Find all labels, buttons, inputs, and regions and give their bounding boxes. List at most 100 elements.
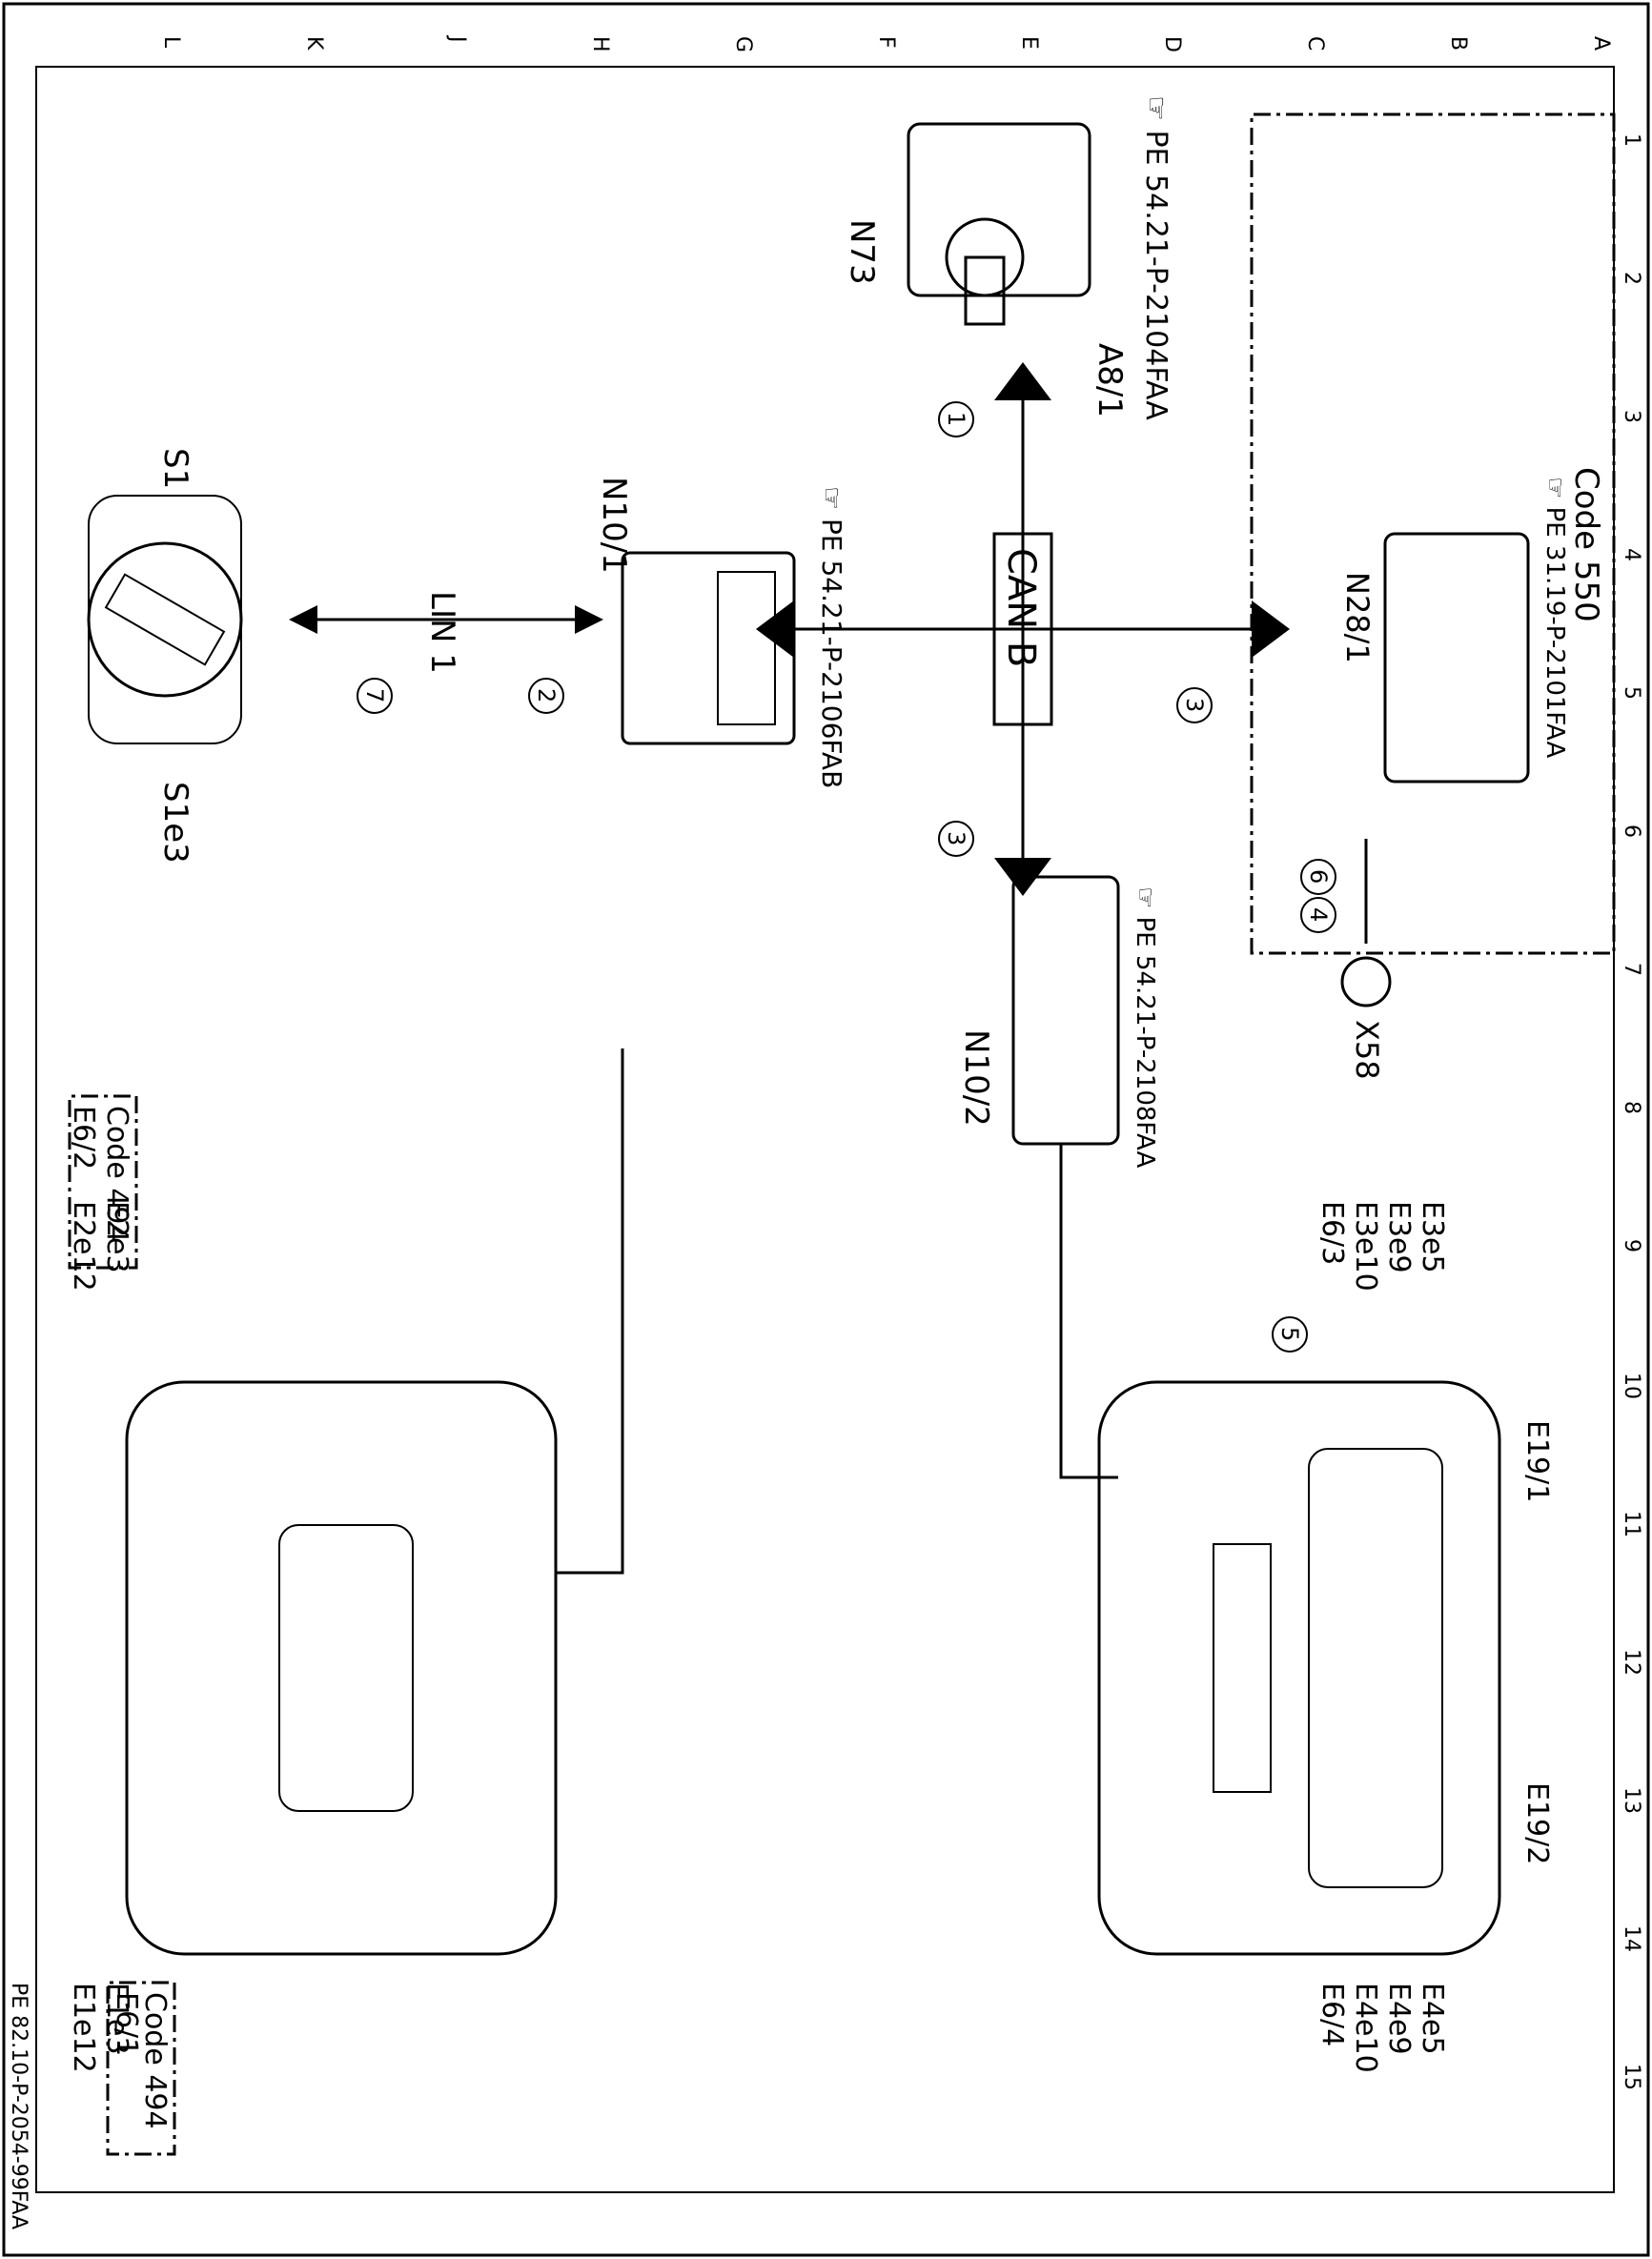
wire-n10-1-front xyxy=(556,1048,624,1575)
front-left-labels: E2e3 E2e12 Code 494 E6/2 xyxy=(67,1094,138,1292)
grid-number: 11 xyxy=(1620,1511,1643,1537)
circle-5: 5 xyxy=(1272,1316,1308,1353)
grid-number: 4 xyxy=(1620,548,1643,561)
n73-body xyxy=(907,122,1091,297)
code-550-box xyxy=(1250,112,1616,955)
svg-text:3: 3 xyxy=(1181,698,1208,712)
svg-text:E6/4: E6/4 xyxy=(1315,1983,1349,2046)
circle-2: 2 xyxy=(528,678,564,714)
svg-text:5: 5 xyxy=(1276,1327,1303,1341)
n10-2-ref: ☞ PE 54.21-P-2108FAA xyxy=(1131,886,1159,1168)
grid-letter: K xyxy=(302,36,326,51)
grid-number: 7 xyxy=(1620,963,1643,976)
n10-2-module xyxy=(1011,875,1120,1146)
a8-1-label: A8/1 xyxy=(1091,343,1129,417)
grid-letter: F xyxy=(874,36,898,49)
grid-letter: G xyxy=(731,36,755,52)
grid-number: 10 xyxy=(1620,1373,1643,1399)
grid-letter: C xyxy=(1303,36,1327,51)
arrow-left xyxy=(994,362,1051,400)
lin-arrow-up xyxy=(575,605,603,634)
svg-text:E3e5: E3e5 xyxy=(1416,1201,1449,1273)
svg-text:4: 4 xyxy=(1305,907,1332,922)
arrow-up xyxy=(1252,600,1290,658)
key-blade xyxy=(964,255,1006,326)
svg-text:E4e9: E4e9 xyxy=(1382,1983,1416,2055)
n73-label: N73 xyxy=(843,219,881,285)
n28-1-module xyxy=(1383,532,1530,784)
svg-text:E6/2: E6/2 xyxy=(67,1106,100,1170)
svg-text:E6/3: E6/3 xyxy=(1315,1201,1349,1265)
svg-text:6: 6 xyxy=(1305,869,1332,884)
grid-number: 1 xyxy=(1620,133,1643,147)
circle-1: 1 xyxy=(938,401,974,438)
svg-text:1: 1 xyxy=(943,412,969,426)
circle-6: 6 xyxy=(1300,859,1336,895)
n28-1-ref: ☞ PE 31.19-P-2101FAA xyxy=(1540,477,1569,758)
grid-letter: J xyxy=(445,34,469,43)
svg-text:E6/1: E6/1 xyxy=(110,1992,143,2056)
grid-number: 13 xyxy=(1620,1787,1643,1814)
grid-number: 2 xyxy=(1620,272,1643,285)
rear-right-labels: E4e5 E4e9 E4e10 E6/4 xyxy=(1315,1983,1449,2073)
circle-4: 4 xyxy=(1300,897,1336,933)
svg-text:E4e5: E4e5 xyxy=(1416,1983,1449,2055)
grid-number: 8 xyxy=(1620,1101,1643,1114)
circle-7: 7 xyxy=(357,678,393,714)
s1-light-switch xyxy=(87,495,243,744)
n73-ignition-switch xyxy=(907,122,1091,326)
n73-ref: ☞ PE 54.21-P-2104FAA xyxy=(1139,95,1173,420)
rear-left-labels: E3e5 E3e9 E3e10 E6/3 xyxy=(1315,1201,1449,1292)
grid-number: 5 xyxy=(1620,686,1643,700)
svg-text:Code 494: Code 494 xyxy=(138,1992,172,2129)
grid-number: 14 xyxy=(1620,1925,1643,1952)
svg-text:E3e10: E3e10 xyxy=(1349,1201,1382,1292)
e19-1-label: E19/1 xyxy=(1520,1420,1554,1502)
n28-1-label: N28/1 xyxy=(1339,572,1376,663)
s1e3-label: S1e3 xyxy=(156,782,194,864)
front-right-labels: E1e3 E1e12 Code 494 E6/1 xyxy=(67,1981,176,2156)
key-icon xyxy=(945,217,1025,297)
e19-2-label: E19/2 xyxy=(1520,1782,1554,1864)
front-car xyxy=(125,1380,558,1956)
grid-number: 15 xyxy=(1620,2064,1643,2090)
grid-letter: L xyxy=(159,36,183,49)
code-550-label: Code 550 xyxy=(1567,467,1605,622)
lin-arrow-down xyxy=(289,605,317,634)
can-b-label: CAN B xyxy=(999,548,1043,667)
svg-text:7: 7 xyxy=(361,688,388,702)
grid-letters-left: A B C D E F G H J K L xyxy=(159,34,1613,52)
circle-3a: 3 xyxy=(1176,687,1213,723)
rear-car xyxy=(1097,1380,1501,1956)
grid-letter: H xyxy=(588,36,612,52)
grid-number: 3 xyxy=(1620,410,1643,423)
grid-letter: A xyxy=(1589,36,1613,51)
svg-text:E2e3: E2e3 xyxy=(100,1201,133,1273)
grid-letter: D xyxy=(1160,36,1184,52)
svg-text:E3e9: E3e9 xyxy=(1382,1201,1416,1273)
n10-2-label: N10/2 xyxy=(957,1029,995,1127)
svg-text:E2e12: E2e12 xyxy=(67,1201,100,1292)
wire-n10-2-rear xyxy=(1059,1144,1118,1479)
svg-text:E1e3: E1e3 xyxy=(100,1983,133,2055)
s1-label: S1 xyxy=(156,448,194,489)
footer-ref: PE 82.10-P-2054-99FAA xyxy=(7,1983,31,2229)
x58-label: X58 xyxy=(1349,1020,1385,1080)
n10-1-label: N10/1 xyxy=(595,477,633,574)
svg-text:E1e12: E1e12 xyxy=(67,1983,100,2073)
n10-1-ref: ☞ PE 54.21-P-2106FAB xyxy=(816,486,847,788)
circle-3b: 3 xyxy=(938,821,974,857)
grid-letter: E xyxy=(1017,36,1041,50)
svg-text:E4e10: E4e10 xyxy=(1349,1983,1382,2073)
inner-frame xyxy=(35,66,1615,2193)
grid-number: 6 xyxy=(1620,824,1643,838)
n10-1-module xyxy=(621,551,796,745)
svg-text:2: 2 xyxy=(533,688,560,702)
grid-numbers-top: 1 2 3 4 5 6 7 8 9 10 11 12 13 14 15 xyxy=(1620,133,1643,2090)
grid-number: 12 xyxy=(1620,1649,1643,1676)
x58-connector xyxy=(1340,956,1392,1007)
grid-letter: B xyxy=(1446,36,1470,51)
